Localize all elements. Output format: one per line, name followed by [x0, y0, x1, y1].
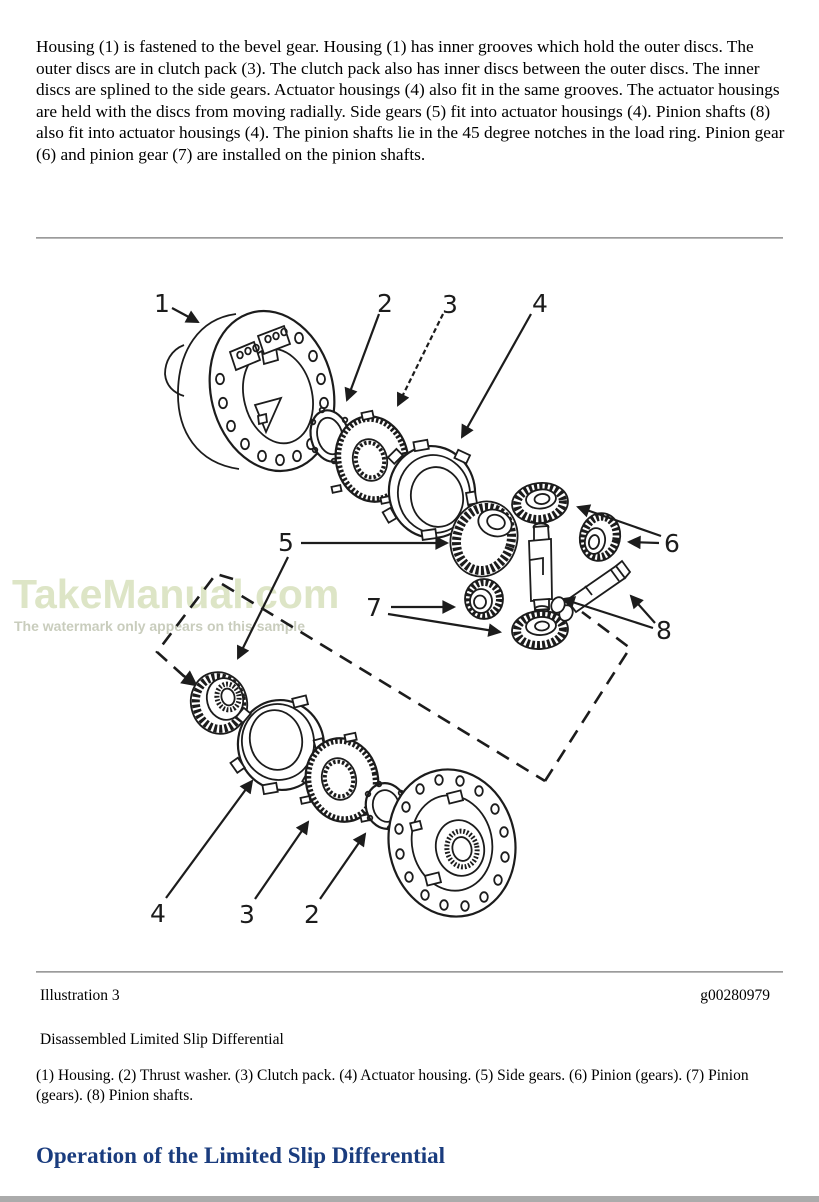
watermark: TakeManual.com The watermark only appear…	[12, 571, 339, 634]
illustration-caption: (1) Housing. (2) Thrust washer. (3) Clut…	[36, 1067, 749, 1104]
illustration-figure-id: g00280979	[700, 987, 770, 1004]
callout-4-bottom: 4	[150, 899, 166, 928]
part-housing	[164, 309, 336, 473]
part-pinion-shaft-diagonal	[550, 559, 632, 622]
callout-8: 8	[656, 616, 672, 645]
part-pinion-gear-left	[464, 578, 504, 620]
part-clutch-pack-bottom	[299, 731, 380, 823]
callout-arrows	[165, 307, 662, 900]
part-bevel-gear-flange	[387, 768, 517, 918]
callout-3: 3	[442, 290, 458, 319]
callout-1: 1	[154, 289, 170, 318]
section-heading: Operation of the Limited Slip Differenti…	[36, 1143, 446, 1168]
callout-6: 6	[664, 529, 680, 558]
callout-4: 4	[532, 289, 548, 318]
watermark-title: TakeManual.com	[12, 571, 339, 617]
illustration-title: Disassembled Limited Slip Differential	[40, 1031, 284, 1048]
illustration-label-row: Illustration 3 g00280979	[40, 987, 770, 1005]
part-pinion-gear-right	[578, 512, 622, 562]
illustration-label: Illustration 3	[40, 987, 120, 1004]
bottom-bar	[0, 1196, 819, 1202]
horizontal-rule-bottom	[36, 971, 783, 973]
horizontal-rule-top	[36, 237, 783, 239]
flange-bolt-holes	[394, 774, 510, 912]
watermark-subtitle: The watermark only appears on this sampl…	[14, 618, 305, 634]
part-side-gear-large	[449, 500, 519, 578]
part-pinion-shaft-vertical	[528, 522, 553, 613]
part-pinion-gear-bottom	[511, 610, 569, 650]
callout-3-bottom: 3	[239, 900, 255, 929]
assembly-dashed-box	[155, 572, 632, 783]
callout-7: 7	[366, 593, 382, 622]
part-actuator-housing-top	[381, 438, 479, 541]
part-pinion-gear-top	[511, 481, 569, 525]
callout-2: 2	[377, 289, 393, 318]
part-side-gear-small	[189, 671, 249, 735]
body-paragraph: Housing (1) is fastened to the bevel gea…	[36, 37, 785, 164]
part-actuator-housing-bottom	[229, 694, 327, 796]
callout-5: 5	[278, 528, 294, 557]
callout-2-bottom: 2	[304, 900, 320, 929]
callout-labels: 1 2 3 4 5 6 7 8 4 3 2	[150, 289, 680, 929]
